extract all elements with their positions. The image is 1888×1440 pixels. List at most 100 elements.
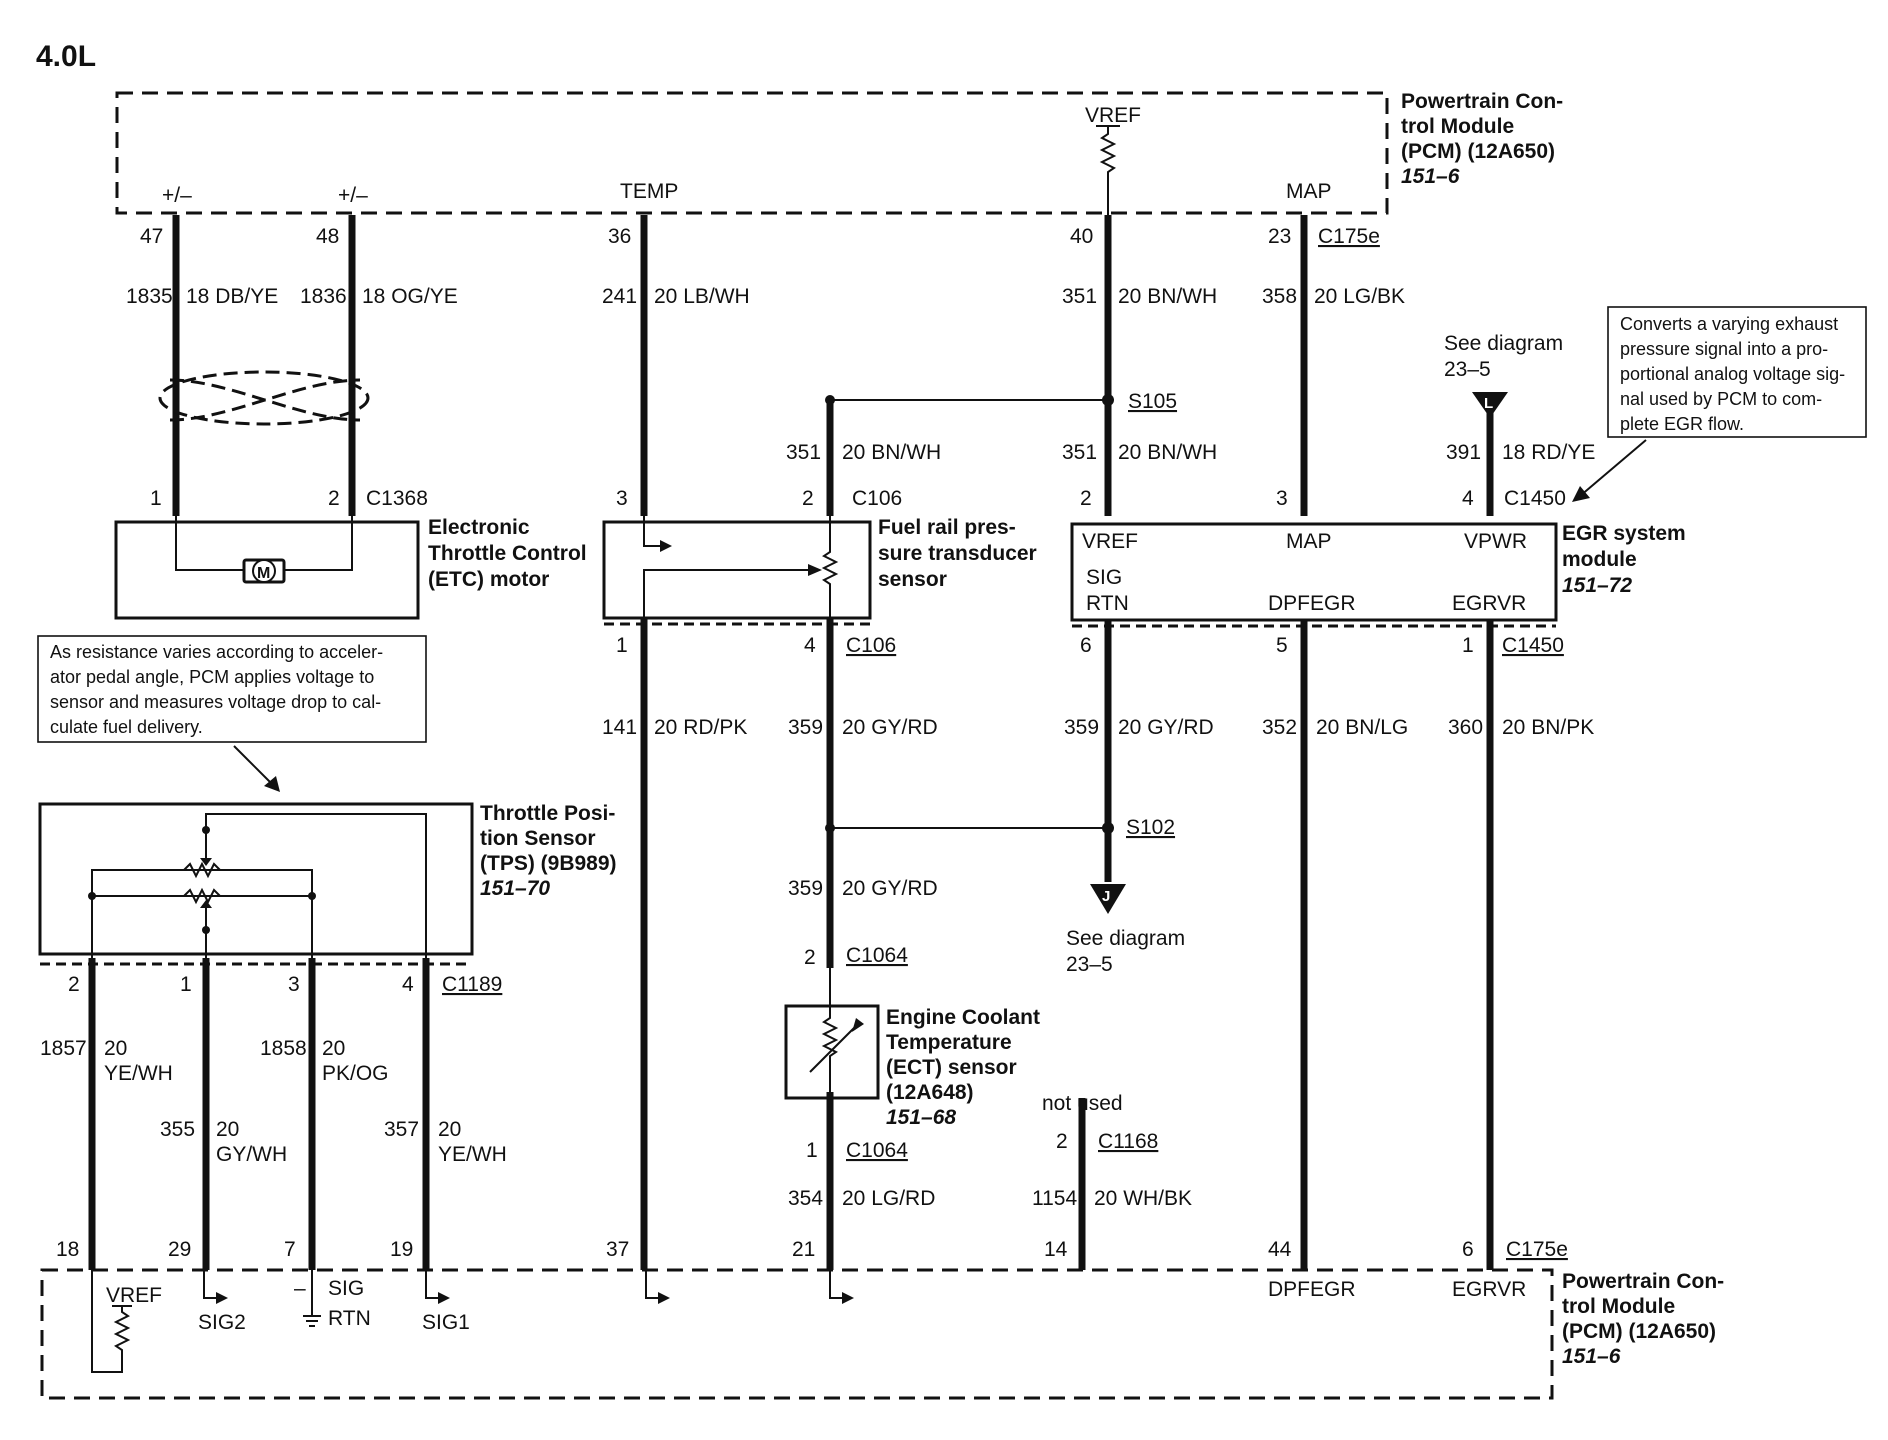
wire-color: 20 LB/WH: [654, 285, 750, 308]
wire-color: 20 BN/WH: [1118, 441, 1217, 464]
circuit-number: 351: [786, 441, 821, 464]
egr-pin-label: EGRVR: [1452, 592, 1526, 615]
see-diagram-label: See diagram: [1444, 332, 1563, 355]
wire-group-tps: [88, 958, 430, 1270]
egr-pin-label: MAP: [1286, 530, 1332, 553]
etc-motor-component: M Electronic Throttle Control (ETC) moto…: [114, 516, 587, 620]
pin-number: 3: [288, 973, 300, 996]
wire-color: YE/WH: [438, 1143, 507, 1166]
pin-number: 2: [1056, 1130, 1068, 1153]
wire-color: 20 WH/BK: [1094, 1187, 1192, 1210]
splice-label: S105: [1128, 390, 1177, 413]
pcm-bottom-pin-label: VREF: [106, 1284, 162, 1307]
pin-number: 4: [402, 973, 414, 996]
motor-symbol: M: [257, 565, 270, 582]
etc-label: (ETC) motor: [428, 568, 549, 591]
see-diagram-ref: 23–5: [1066, 953, 1113, 976]
vref-resistor-symbol: [1096, 125, 1120, 215]
pin-number: 36: [608, 225, 631, 248]
tps-note-line: culate fuel delivery.: [50, 717, 203, 737]
pin-number: 37: [606, 1238, 629, 1261]
wire-color: 20 BN/PK: [1502, 716, 1594, 739]
wire-color: 20: [322, 1037, 345, 1060]
pcm-bottom-pin-label: –: [294, 1277, 306, 1300]
see-diagram-bottom: J See diagram 23–5: [1066, 884, 1185, 976]
see-diagram-top: See diagram 23–5 L: [1444, 332, 1563, 418]
pin-number: 19: [390, 1238, 413, 1261]
wire-color: 20 GY/RD: [842, 877, 938, 900]
wire-color: 18 OG/YE: [362, 285, 458, 308]
circuit-number: 1857: [40, 1037, 87, 1060]
tps-label: Throttle Posi-: [480, 802, 615, 825]
tps-component: Throttle Posi- tion Sensor (TPS) (9B989)…: [38, 802, 617, 966]
wire-color: 20 RD/PK: [654, 716, 747, 739]
circuit-number: 352: [1262, 716, 1297, 739]
fuel-rail-label: Fuel rail pres-: [878, 516, 1016, 539]
arrow-icon: [264, 776, 280, 792]
pin-number: 4: [1462, 487, 1474, 510]
circuit-number: 1154: [1032, 1187, 1077, 1210]
pcm-top-pin-label: TEMP: [620, 180, 678, 203]
egr-pin-label: VREF: [1082, 530, 1138, 553]
not-used-label: not used: [1042, 1092, 1123, 1115]
tps-label: (TPS) (9B989): [480, 852, 617, 875]
tps-label: tion Sensor: [480, 827, 596, 850]
pcm-top-pin-label: +/–: [338, 184, 368, 207]
connector-label: C1450: [1502, 634, 1564, 657]
fuel-rail-label: sure transducer: [878, 542, 1037, 565]
pin-number: 5: [1276, 634, 1288, 657]
splice-dot: [825, 395, 835, 405]
pin-number: 1: [806, 1139, 818, 1162]
circuit-number: 1836: [300, 285, 347, 308]
connector-label: C106: [846, 634, 896, 657]
wire-color: 18 RD/YE: [1502, 441, 1595, 464]
wire-color: 20 BN/WH: [842, 441, 941, 464]
circuit-number: 357: [384, 1118, 419, 1141]
egr-label: EGR system: [1562, 522, 1686, 545]
egr-module-component: VREF MAP VPWR SIG RTN DPFEGR EGRVR EGR s…: [1070, 522, 1686, 622]
pcm-bottom-box: Powertrain Con- trol Module (PCM) (12A65…: [40, 1268, 1724, 1400]
circuit-number: 359: [788, 877, 823, 900]
splice-dot: [825, 823, 835, 833]
pcm-top-label-2: trol Module: [1401, 115, 1514, 138]
ect-label: Temperature: [886, 1031, 1012, 1054]
circuit-number: 241: [602, 285, 637, 308]
pcm-bottom-pin-label: DPFEGR: [1268, 1278, 1356, 1301]
connector-letter: L: [1484, 395, 1493, 412]
connector-label: C1168: [1098, 1130, 1158, 1153]
egr-note-line: pressure signal into a pro-: [1620, 339, 1828, 359]
circuit-number: 359: [788, 716, 823, 739]
wire-color: 20 GY/RD: [842, 716, 938, 739]
ground-icon: [303, 1270, 321, 1327]
pin-number: 1: [180, 973, 192, 996]
ect-sensor-component: Engine Coolant Temperature (ECT) sensor …: [784, 968, 1040, 1129]
pcm-bottom-label-1: Powertrain Con-: [1562, 1270, 1724, 1293]
pin-number: 1: [1462, 634, 1474, 657]
tps-note-line: ator pedal angle, PCM applies voltage to: [50, 667, 374, 687]
wire-color: 20 LG/BK: [1314, 285, 1405, 308]
pcm-input-arrows: [203, 1270, 854, 1304]
pcm-bottom-pin-label: SIG: [328, 1277, 364, 1300]
etc-label: Electronic: [428, 516, 530, 539]
pin-number: 1: [150, 487, 162, 510]
egr-pin-label: DPFEGR: [1268, 592, 1356, 615]
wire-color: 20 BN/LG: [1316, 716, 1408, 739]
egr-note-line: plete EGR flow.: [1620, 414, 1744, 434]
pin-number: 2: [802, 487, 814, 510]
pcm-bottom-pin-label: SIG2: [198, 1311, 246, 1334]
pin-number: 2: [68, 973, 80, 996]
circuit-number: 141: [602, 716, 637, 739]
wire-color: 20: [104, 1037, 127, 1060]
tps-ref: 151–70: [480, 877, 550, 900]
circuit-number: 359: [1064, 716, 1099, 739]
connector-label: C175e: [1506, 1238, 1568, 1261]
pin-number: 2: [804, 946, 816, 969]
see-diagram-ref: 23–5: [1444, 358, 1491, 381]
egr-note-line: nal used by PCM to com-: [1620, 389, 1822, 409]
pin-number: 6: [1462, 1238, 1474, 1261]
etc-label: Throttle Control: [428, 542, 587, 565]
circuit-number: 354: [788, 1187, 823, 1210]
connector-label: C1064: [846, 1139, 908, 1162]
connector-letter: J: [1102, 888, 1110, 905]
